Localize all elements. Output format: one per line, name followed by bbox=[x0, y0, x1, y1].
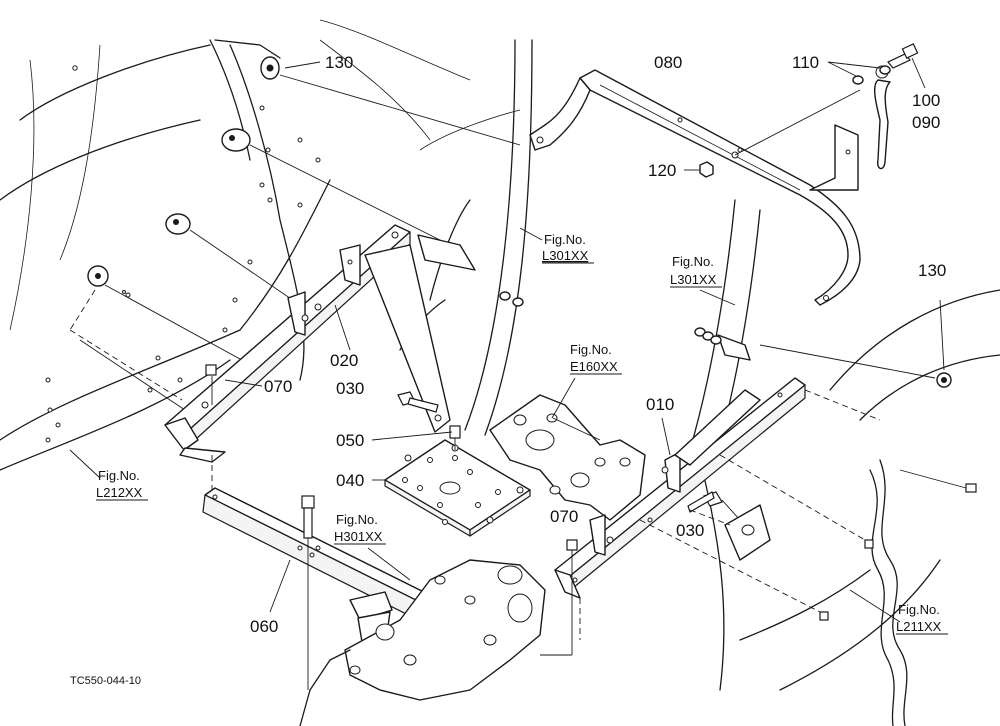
right-fender-edge bbox=[869, 459, 908, 726]
right-fasteners bbox=[499, 291, 977, 621]
label-070-left: 070 bbox=[264, 377, 292, 396]
part-030-left-bolt bbox=[397, 391, 439, 413]
part-030-right-bolt bbox=[687, 491, 741, 521]
left-fender-housing bbox=[0, 19, 521, 471]
part-080-upper-bar bbox=[529, 69, 861, 306]
fig-ref-l301-right-title: Fig.No. bbox=[672, 254, 714, 269]
label-090: 090 bbox=[912, 113, 940, 132]
label-050: 050 bbox=[336, 431, 364, 450]
left-mount-pads bbox=[87, 56, 280, 287]
label-040: 040 bbox=[336, 471, 364, 490]
left-leader-lines bbox=[69, 61, 521, 421]
fig-ref-l301-center-title: Fig.No. bbox=[544, 232, 586, 247]
housing-holes bbox=[45, 65, 321, 443]
part-070-right-bolt bbox=[540, 539, 578, 656]
fig-ref-l212-title: Fig.No. bbox=[98, 468, 140, 483]
part-040-plate bbox=[372, 439, 531, 537]
label-080: 080 bbox=[654, 53, 682, 72]
part-110-washers bbox=[827, 61, 891, 85]
fig-ref-e160-code: E160XX bbox=[570, 359, 618, 374]
right-dashed-lines bbox=[579, 389, 881, 640]
lower-valve-body bbox=[299, 547, 546, 726]
fig-ref-l211-title: Fig.No. bbox=[898, 602, 940, 617]
part-050-bolt bbox=[371, 425, 461, 450]
fig-ref-leaders bbox=[69, 227, 901, 623]
label-060: 060 bbox=[250, 617, 278, 636]
part-010-right-bracket bbox=[554, 334, 806, 599]
label-030-left: 030 bbox=[336, 379, 364, 398]
vertical-bolt bbox=[301, 495, 315, 690]
fig-ref-l301-right-code: L301XX bbox=[670, 272, 717, 287]
part-labels: 130 080 110 100 090 120 130 020 070 030 … bbox=[250, 53, 946, 636]
label-110: 110 bbox=[792, 53, 819, 72]
part-020-left-bracket bbox=[164, 224, 476, 463]
fig-ref-labels: Fig.No. L301XX Fig.No. L301XX Fig.No. E1… bbox=[96, 232, 948, 635]
part-100-bolt bbox=[887, 43, 926, 89]
valve-assembly bbox=[489, 377, 646, 521]
drawing-code: TC550-044-10 bbox=[70, 675, 141, 687]
label-030-right: 030 bbox=[676, 521, 704, 540]
label-130-right: 130 bbox=[918, 261, 946, 280]
fig-ref-e160-title: Fig.No. bbox=[570, 342, 612, 357]
fig-ref-l301-center-code: L301XX bbox=[542, 248, 589, 263]
fig-ref-l211-code: L211XX bbox=[896, 619, 942, 634]
fig-ref-h301-title: Fig.No. bbox=[336, 512, 378, 527]
label-130-top: 130 bbox=[325, 53, 353, 72]
part-070-left-bolt bbox=[205, 364, 263, 490]
label-010: 010 bbox=[646, 395, 674, 414]
part-120-nut bbox=[684, 161, 714, 178]
label-120: 120 bbox=[648, 161, 676, 180]
fig-ref-l212-code: L212XX bbox=[96, 485, 143, 500]
label-100: 100 bbox=[912, 91, 940, 110]
label-020: 020 bbox=[330, 351, 358, 370]
part-090-pin bbox=[873, 65, 891, 170]
label-070-right: 070 bbox=[550, 507, 578, 526]
fig-ref-h301-code: H301XX bbox=[334, 529, 383, 544]
